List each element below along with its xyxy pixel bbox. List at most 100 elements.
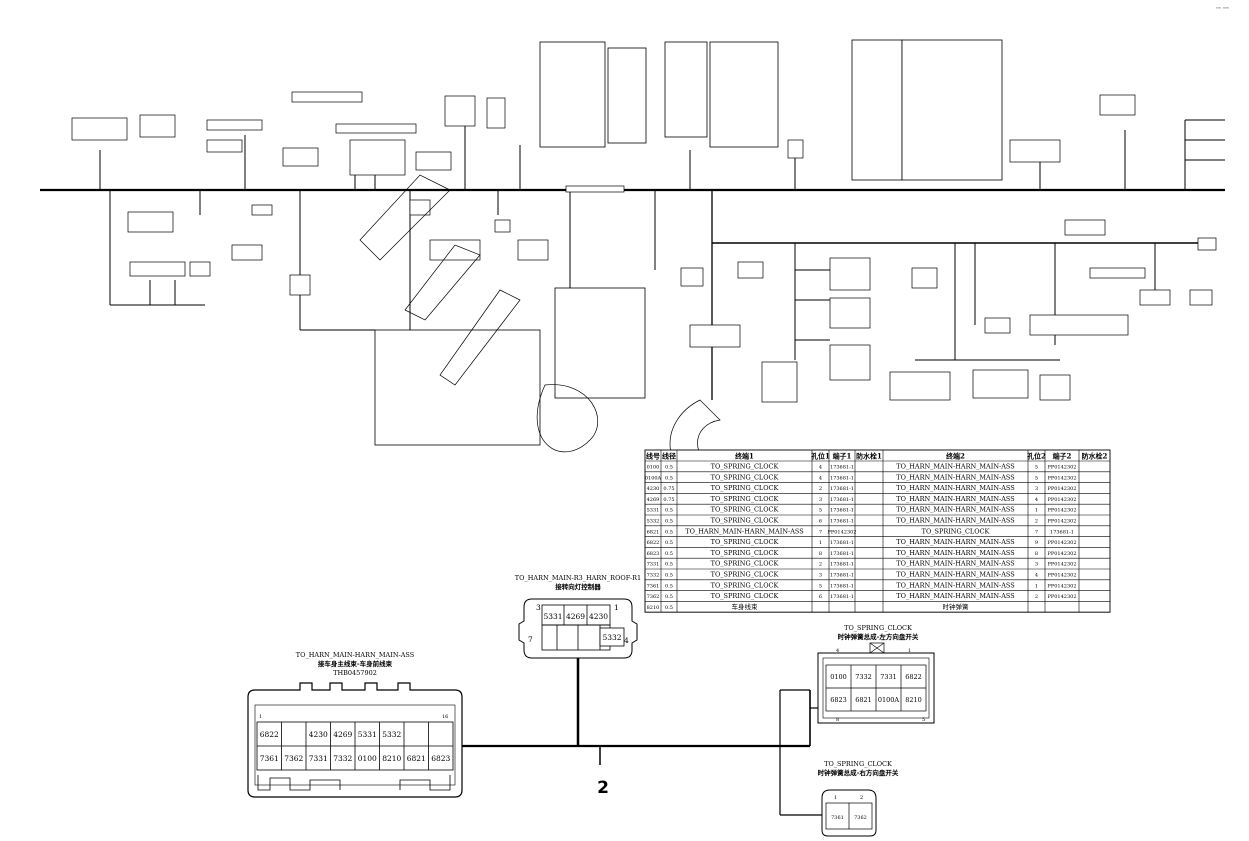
main-cell: 4269	[333, 730, 352, 739]
table-cell: 0.75	[663, 486, 674, 492]
roof-cell: 5331	[543, 612, 562, 621]
table-cell: TO_HARN_MAIN-HARN_MAIN-ASS	[896, 506, 1014, 514]
table-cell: 3	[1035, 486, 1038, 492]
table-cell: 0.5	[665, 475, 673, 481]
table-cell: 0.5	[665, 529, 673, 535]
table-cell: 173681-1	[1050, 529, 1074, 535]
roof-connector-title: TO_HARN_MAIN-R3_HARN_ROOF-R1	[515, 574, 641, 582]
main-cell: 7332	[333, 754, 352, 763]
table-cell: 3	[819, 497, 822, 503]
table-cell: 4	[819, 475, 822, 481]
table-cell: 4269	[647, 497, 660, 503]
table-cell: TO_HARN_MAIN-HARN_MAIN-ASS	[896, 560, 1014, 568]
table-cell: 6	[819, 594, 822, 600]
roof-connector-subtitle: 接转向灯控制器	[555, 582, 601, 591]
table-cell: 173681-1	[830, 594, 854, 600]
clock2-pin-1: 1	[834, 795, 837, 801]
table-cell: 173681-1	[830, 475, 854, 481]
table-cell: TO_HARN_MAIN-HARN_MAIN-ASS	[896, 473, 1014, 481]
table-cell: 7362	[647, 594, 660, 600]
table-cell: TO_SPRING_CLOCK	[711, 581, 779, 589]
table-cell: 0.5	[665, 465, 673, 471]
clock-cell: 6823	[830, 696, 847, 704]
table-cell: 0.5	[665, 573, 673, 579]
table-cell: 5	[1035, 465, 1038, 471]
main-connector-block: TO_HARN_MAIN-HARN_MAIN-ASS 接车身主线束-车身前线束 …	[247, 651, 463, 798]
table-cell: PP0142302	[1048, 508, 1077, 514]
table-cell: 1	[1035, 508, 1038, 514]
table-cell: 车身线束	[732, 602, 759, 611]
table-header-cell: 线号	[646, 452, 660, 461]
spring-clock-2-subtitle: 时钟弹簧总成-右方向盘开关	[818, 768, 899, 777]
table-cell: 8210	[647, 605, 660, 611]
table-cell: 0.5	[665, 594, 673, 600]
table-cell: PP0142302	[1048, 583, 1077, 589]
spring-clock-subtitle: 时钟弹簧总成-左方向盘开关	[838, 632, 919, 641]
table-cell: 2	[1035, 594, 1038, 600]
table-cell: PP0142302	[1048, 551, 1077, 557]
clock-cell: 7332	[855, 673, 872, 681]
table-cell: 173681-1	[830, 583, 854, 589]
clock-pin-5: 5	[922, 717, 925, 723]
roof-connector-block: TO_HARN_MAIN-R3_HARN_ROOF-R1 接转向灯控制器 3 1…	[515, 574, 641, 659]
clock-cell: 0100	[830, 673, 847, 681]
table-cell: 8	[819, 551, 822, 557]
table-cell: TO_SPRING_CLOCK	[711, 592, 779, 600]
clock2-cell: 7361	[831, 815, 844, 821]
roof-cell: 4269	[566, 612, 585, 621]
table-cell: 5	[819, 508, 822, 514]
main-pin-1: 1	[259, 714, 262, 720]
table-cell: TO_SPRING_CLOCK	[711, 473, 779, 481]
main-cell: 7362	[284, 754, 303, 763]
table-cell: TO_SPRING_CLOCK	[711, 517, 779, 525]
table-cell: TO_HARN_MAIN-HARN_MAIN-ASS	[896, 484, 1014, 492]
table-cell: 0.5	[665, 583, 673, 589]
table-cell: TO_SPRING_CLOCK	[711, 484, 779, 492]
main-cell: 0100	[358, 754, 377, 763]
table-header-cell: 防水栓1	[856, 452, 882, 461]
bundle-wires	[462, 658, 822, 816]
table-cell: TO_HARN_MAIN-HARN_MAIN-ASS	[896, 549, 1014, 557]
table-cell: 173681-1	[830, 551, 854, 557]
table-cell: PP0142302	[1048, 465, 1077, 471]
table-cell: 1	[819, 540, 822, 546]
table-cell: 0.5	[665, 519, 673, 525]
table-cell: TO_HARN_MAIN-HARN_MAIN-ASS	[685, 527, 803, 535]
table-header-cell: 防水栓2	[1082, 452, 1108, 461]
table-cell: 时钟弹簧	[943, 602, 970, 611]
main-cell: 5332	[382, 730, 401, 739]
table-cell: TO_HARN_MAIN-HARN_MAIN-ASS	[896, 592, 1014, 600]
spring-clock-connector-block: TO_SPRING_CLOCK 时钟弹簧总成-左方向盘开关 4 1 8 5 01…	[817, 624, 935, 724]
table-cell: 5332	[647, 519, 660, 525]
roof-cell: 4230	[589, 612, 608, 621]
table-cell: 2	[1035, 519, 1038, 525]
table-cell: 2	[819, 486, 822, 492]
table-cell: TO_HARN_MAIN-HARN_MAIN-ASS	[896, 463, 1014, 471]
table-cell: 173681-1	[830, 497, 854, 503]
clock-pin-8: 8	[836, 717, 839, 723]
table-header-cell: 终端1	[735, 452, 754, 461]
table-cell: 0.5	[665, 508, 673, 514]
clock-cell: 6821	[855, 696, 872, 704]
table-cell: TO_HARN_MAIN-HARN_MAIN-ASS	[896, 538, 1014, 546]
table-cell: 6821	[647, 529, 660, 535]
main-cell: 6823	[431, 754, 450, 763]
table-header-cell: 孔位1	[811, 452, 830, 461]
table-cell: TO_SPRING_CLOCK	[711, 506, 779, 514]
clock2-cell: 7362	[854, 815, 867, 821]
table-cell: 4	[819, 465, 822, 471]
roof-pin-1: 1	[614, 603, 619, 612]
spring-clock-2-title: TO_SPRING_CLOCK	[824, 760, 892, 768]
table-cell: 6822	[647, 540, 660, 546]
table-cell: 0.5	[665, 551, 673, 557]
table-cell: 7	[1035, 529, 1038, 535]
table-cell: 4	[1035, 573, 1038, 579]
table-cell: TO_SPRING_CLOCK	[922, 527, 990, 535]
table-cell: TO_SPRING_CLOCK	[711, 549, 779, 557]
table-cell: 5	[1035, 475, 1038, 481]
table-cell: 2	[819, 562, 822, 568]
table-cell: 7	[819, 529, 822, 535]
clock-cell: 7331	[880, 673, 897, 681]
